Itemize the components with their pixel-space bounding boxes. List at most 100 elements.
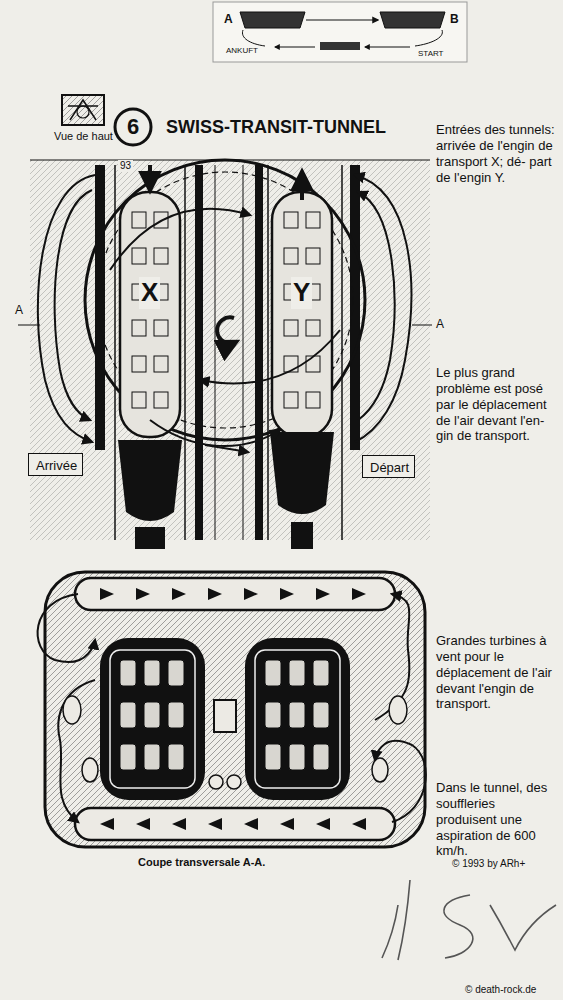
section-marker: A	[436, 317, 444, 332]
cross-section-part-part	[265, 702, 281, 728]
signature-part	[382, 905, 398, 958]
top-view-part-part	[284, 212, 298, 228]
cross-section-part	[372, 758, 388, 782]
cross-section-part-part	[168, 660, 184, 686]
cross-section-part-part	[316, 818, 330, 830]
cross-section-part	[227, 775, 241, 789]
vehicle-label: X	[139, 277, 160, 309]
tunnel-label-box: Arrivée	[28, 453, 83, 476]
sketch-label: START	[418, 49, 443, 59]
mini-sketch-part	[275, 47, 315, 48]
cross-section-part	[100, 638, 205, 800]
cross-section-part-part	[120, 744, 136, 770]
cross-section-part	[389, 696, 407, 724]
node-text: Arrivée	[36, 458, 75, 473]
cross-section-part-part	[352, 818, 366, 830]
cross-section-part-part	[58, 680, 95, 822]
cross-section-part	[45, 572, 425, 847]
view-icon-part	[77, 106, 89, 118]
top-view-part	[217, 317, 236, 343]
top-view-part	[215, 165, 216, 540]
cross-section-part	[110, 650, 195, 788]
cross-section-part-part	[100, 588, 114, 600]
top-view-part	[255, 165, 263, 540]
top-view-part-part	[358, 192, 395, 420]
top-view-part	[38, 175, 411, 452]
cross-section-part-part	[289, 744, 305, 770]
cross-section-part	[63, 696, 81, 724]
cross-section-part-part	[144, 660, 160, 686]
cross-section-part-part	[38, 594, 95, 662]
cross-section-part-part	[289, 702, 305, 728]
top-view-part-part	[284, 248, 298, 264]
view-icon	[62, 95, 104, 125]
node-text: Départ	[370, 460, 407, 475]
mini-sketch-part	[306, 19, 378, 20]
mini-sketch-part	[242, 30, 265, 46]
mini-sketch	[213, 2, 467, 62]
watermark: © death-rock.de	[465, 984, 536, 996]
top-view-part	[30, 160, 430, 540]
cross-section-part-part	[289, 660, 305, 686]
cross-section-part-part	[280, 588, 294, 600]
signature-part	[444, 895, 473, 958]
mini-sketch-part	[415, 30, 442, 46]
cross-section-part-part	[144, 744, 160, 770]
view-icon-part	[68, 100, 98, 120]
top-view-part	[195, 165, 203, 540]
note: Grandes turbines à vent pour le déplacem…	[436, 633, 558, 712]
cross-section-part-part	[172, 818, 186, 830]
top-view-part-part	[284, 392, 298, 408]
cross-section-part-part	[313, 660, 329, 686]
caption: Coupe transversale A-A.	[138, 856, 265, 869]
top-view-part-part	[284, 320, 298, 336]
top-view-part	[184, 165, 186, 540]
view-label: Vue de haut	[54, 130, 113, 143]
top-view-part-part	[306, 356, 320, 372]
top-view-part	[85, 160, 365, 440]
top-view-part-part	[306, 248, 320, 264]
top-view-part-part	[154, 356, 168, 372]
top-view-part-part	[150, 420, 280, 446]
cross-section-part-part	[136, 818, 150, 830]
top-view-part-part	[154, 392, 168, 408]
mini-sketch-part	[380, 12, 445, 28]
note: Le plus grand problème est posé par le d…	[436, 365, 558, 444]
top-view-part-part	[38, 175, 95, 442]
top-view	[18, 160, 432, 549]
cross-section-part-part	[120, 660, 136, 686]
mini-sketch-part	[320, 42, 360, 50]
cross-section	[38, 572, 426, 847]
top-view-part-part	[132, 392, 146, 408]
top-view-part-part	[132, 356, 146, 372]
cross-section-part	[75, 578, 395, 610]
title: SWISS-TRANSIT-TUNNEL	[166, 117, 386, 139]
cross-section-part-part	[280, 818, 294, 830]
cross-section-part-part	[120, 702, 136, 728]
cross-section-part	[255, 650, 340, 788]
mini-sketch-part	[240, 12, 305, 28]
cross-section-part-part	[265, 744, 281, 770]
cross-section-part	[38, 594, 426, 822]
cross-section-part	[120, 660, 329, 770]
cross-section-part-part	[168, 744, 184, 770]
cross-section-part-part	[244, 588, 258, 600]
mini-sketch-part	[213, 2, 467, 62]
top-view-part-part	[132, 212, 146, 228]
cross-section-part	[100, 588, 366, 830]
top-view-part	[291, 522, 313, 549]
top-view-part	[132, 212, 320, 408]
section-marker: A	[15, 303, 23, 318]
top-view-part-part	[55, 190, 92, 420]
cross-section-part	[245, 638, 350, 800]
cross-section-part-part	[144, 702, 160, 728]
top-view-part	[114, 165, 116, 540]
cross-section-part-part	[244, 818, 258, 830]
top-view-part	[300, 172, 304, 200]
top-view-part	[18, 324, 432, 325]
signature-part	[490, 905, 556, 950]
cross-section-part-part	[313, 702, 329, 728]
cross-section-part-part	[172, 588, 186, 600]
top-view-part-part	[200, 330, 340, 383]
